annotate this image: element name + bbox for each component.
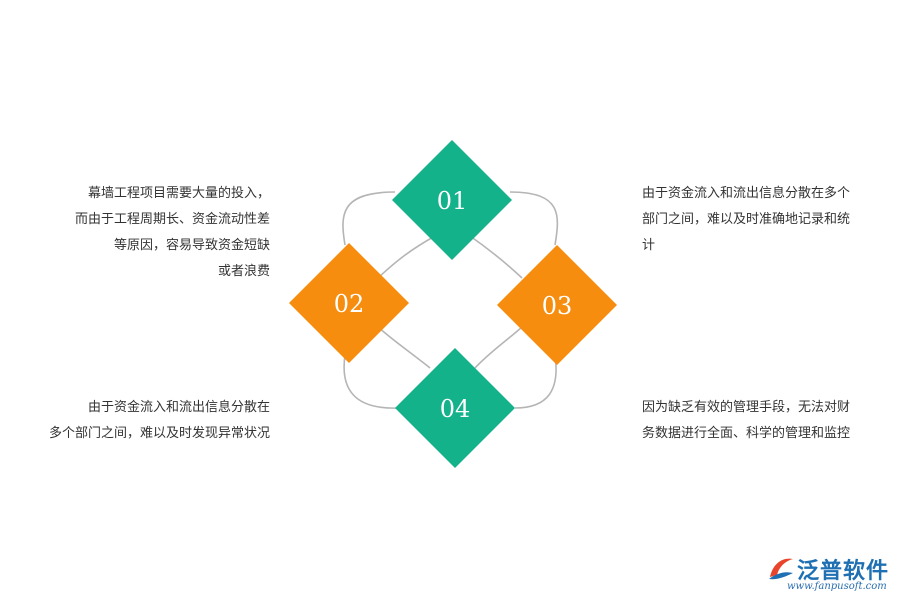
text-item-02: 幕墙工程项目需要大量的投入， 而由于工程周期长、资金流动性差 等原因，容易导致资… [74, 186, 270, 279]
connector-lines [342, 191, 559, 409]
connector-01-03-outer [509, 191, 559, 246]
diamond-04 [395, 348, 515, 468]
diamond-03-number: 03 [542, 292, 573, 320]
connector-03-04-outer [514, 354, 557, 409]
connector-02-04-outer [343, 354, 401, 409]
text-item-03: 由于资金流入和流出信息分散在 多个部门之间，难以及时发现异常状况 [48, 400, 270, 441]
diamond-01 [392, 140, 512, 260]
connector-03-04-inner [474, 326, 523, 369]
connector-02-04-inner [377, 326, 431, 369]
diamond-02 [289, 243, 409, 363]
connector-01-02-outer [342, 191, 396, 246]
connector-01-02-inner [377, 235, 436, 279]
diamond-02-number: 02 [334, 290, 365, 318]
brand-name: 泛普软件 [797, 559, 890, 584]
diamond-03 [497, 245, 617, 365]
connector-01-03-inner [469, 235, 523, 279]
text-item-04: 因为缺乏有效的管理手段，无法对财 务数据进行全面、科学的管理和监控 [642, 400, 851, 441]
diamond-04-number: 04 [440, 395, 471, 423]
brand-url: www.fanpusoft.com [787, 581, 887, 592]
text-item-01: 由于资金流入和流出信息分散在多个 部门之间，难以及时准确地记录和统 计 [642, 186, 851, 253]
diamond-01-number: 01 [437, 187, 468, 215]
brand-logo: 泛普软件 www.fanpusoft.com [765, 553, 895, 597]
brand-mark-icon [769, 558, 793, 580]
